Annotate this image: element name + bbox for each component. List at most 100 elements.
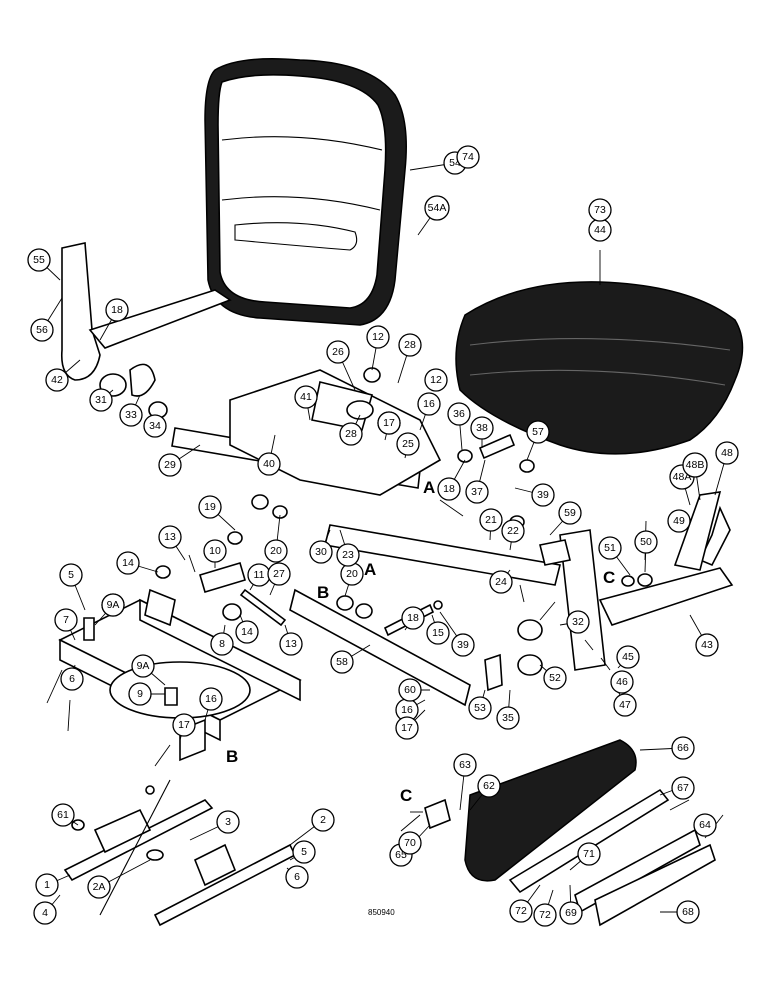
callout-48b: 48B — [682, 452, 708, 478]
callout-label: 11 — [254, 569, 265, 581]
callout-20: 20 — [264, 539, 288, 563]
small-hardware — [71, 367, 722, 861]
callout-6: 6 — [285, 865, 309, 889]
callout-label: 12 — [372, 331, 384, 343]
callout-39: 39 — [531, 483, 555, 507]
callout-label: 72 — [515, 905, 527, 917]
callout-35: 35 — [496, 706, 520, 730]
callout-34: 34 — [143, 414, 167, 438]
callout-label: 16 — [401, 704, 413, 716]
callout-label: 49 — [673, 515, 685, 527]
callout-label: 58 — [336, 656, 348, 668]
callout-label: 63 — [459, 759, 471, 771]
callout-label: 2A — [93, 881, 106, 893]
callout-label: 73 — [594, 204, 606, 216]
callout-70: 70 — [398, 831, 422, 855]
callout-label: 37 — [471, 486, 483, 498]
callout-24: 24 — [489, 570, 513, 594]
callout-label: 40 — [263, 458, 275, 470]
callout-59: 59 — [558, 501, 582, 525]
callout-label: 64 — [699, 819, 711, 831]
callout-label: 13 — [164, 531, 176, 543]
callout-label: 20 — [346, 568, 358, 580]
callout-13: 13 — [158, 525, 182, 549]
callout-label: 18 — [407, 612, 419, 624]
callout-label: 4 — [42, 907, 48, 919]
callout-label: 53 — [474, 702, 486, 714]
callout-18: 18 — [437, 477, 461, 501]
callout-40: 40 — [257, 452, 281, 476]
callout-label: 6 — [294, 871, 300, 883]
callout-25: 25 — [396, 432, 420, 456]
callout-label: 16 — [205, 693, 217, 705]
callout-62: 62 — [477, 774, 501, 798]
callout-9a: 9A — [101, 593, 125, 617]
callout-5: 5 — [59, 563, 83, 587]
callout-label: 36 — [453, 408, 465, 420]
callout-68: 68 — [676, 900, 700, 924]
callout-39: 39 — [451, 633, 475, 657]
callout-label: 19 — [204, 501, 216, 513]
callout-label: 60 — [404, 684, 416, 696]
callout-label: 54 — [449, 157, 461, 169]
callout-5: 5 — [292, 840, 316, 864]
callout-label: 46 — [616, 676, 628, 688]
slide-rails — [63, 779, 297, 927]
callout-label: 30 — [315, 546, 327, 558]
callout-label: 41 — [300, 391, 312, 403]
callout-4: 4 — [33, 901, 57, 925]
callout-label: 61 — [57, 809, 69, 821]
callout-47: 47 — [613, 693, 637, 717]
callout-10: 10 — [203, 539, 227, 563]
callout-54a: 54A — [424, 195, 450, 221]
callout-12: 12 — [424, 368, 448, 392]
callout-label: 5 — [68, 569, 74, 581]
callout-label: 10 — [209, 545, 221, 557]
callout-label: 74 — [462, 151, 474, 163]
callout-label: 34 — [149, 420, 161, 432]
callout-label: 50 — [640, 536, 652, 548]
callout-72: 72 — [509, 899, 533, 923]
callout-11: 11 — [247, 563, 271, 587]
backrest-cushion — [204, 58, 407, 326]
callout-6: 6 — [60, 667, 84, 691]
callout-56: 56 — [30, 318, 54, 342]
callout-69: 69 — [559, 901, 583, 925]
callout-27: 27 — [267, 562, 291, 586]
ref-letter-b2: B — [226, 747, 238, 766]
callout-20: 20 — [340, 562, 364, 586]
callout-label: 48B — [686, 459, 705, 471]
callout-42: 42 — [45, 368, 69, 392]
callout-63: 63 — [453, 753, 477, 777]
callout-51: 51 — [598, 536, 622, 560]
callout-73: 73 — [588, 198, 612, 222]
callout-48: 48 — [715, 441, 739, 465]
callout-label: 33 — [125, 409, 137, 421]
callout-label: 28 — [404, 339, 416, 351]
callout-label: 17 — [178, 719, 190, 731]
callout-label: 65 — [395, 849, 407, 861]
backrest-hinge-arm — [60, 242, 232, 419]
callout-17: 17 — [395, 716, 419, 740]
callout-label: 71 — [583, 848, 595, 860]
callout-33: 33 — [119, 403, 143, 427]
callout-23: 23 — [336, 543, 360, 567]
callout-label: 16 — [423, 398, 435, 410]
callout-41: 41 — [294, 385, 318, 409]
callout-label: 14 — [122, 557, 134, 569]
side-panels — [484, 505, 734, 692]
callout-28: 28 — [398, 333, 422, 357]
callout-label: 21 — [485, 514, 497, 526]
callout-72: 72 — [533, 903, 557, 927]
callout-16: 16 — [417, 392, 441, 416]
ref-letter-c2: C — [400, 786, 412, 805]
upper-frame-assembly — [171, 369, 561, 707]
callout-label: 55 — [33, 254, 45, 266]
callout-label: 26 — [332, 346, 344, 358]
callout-label: 69 — [565, 907, 577, 919]
callout-label: 13 — [285, 638, 297, 650]
callout-17: 17 — [377, 411, 401, 435]
callout-67: 67 — [671, 776, 695, 800]
callout-60: 60 — [398, 678, 422, 702]
